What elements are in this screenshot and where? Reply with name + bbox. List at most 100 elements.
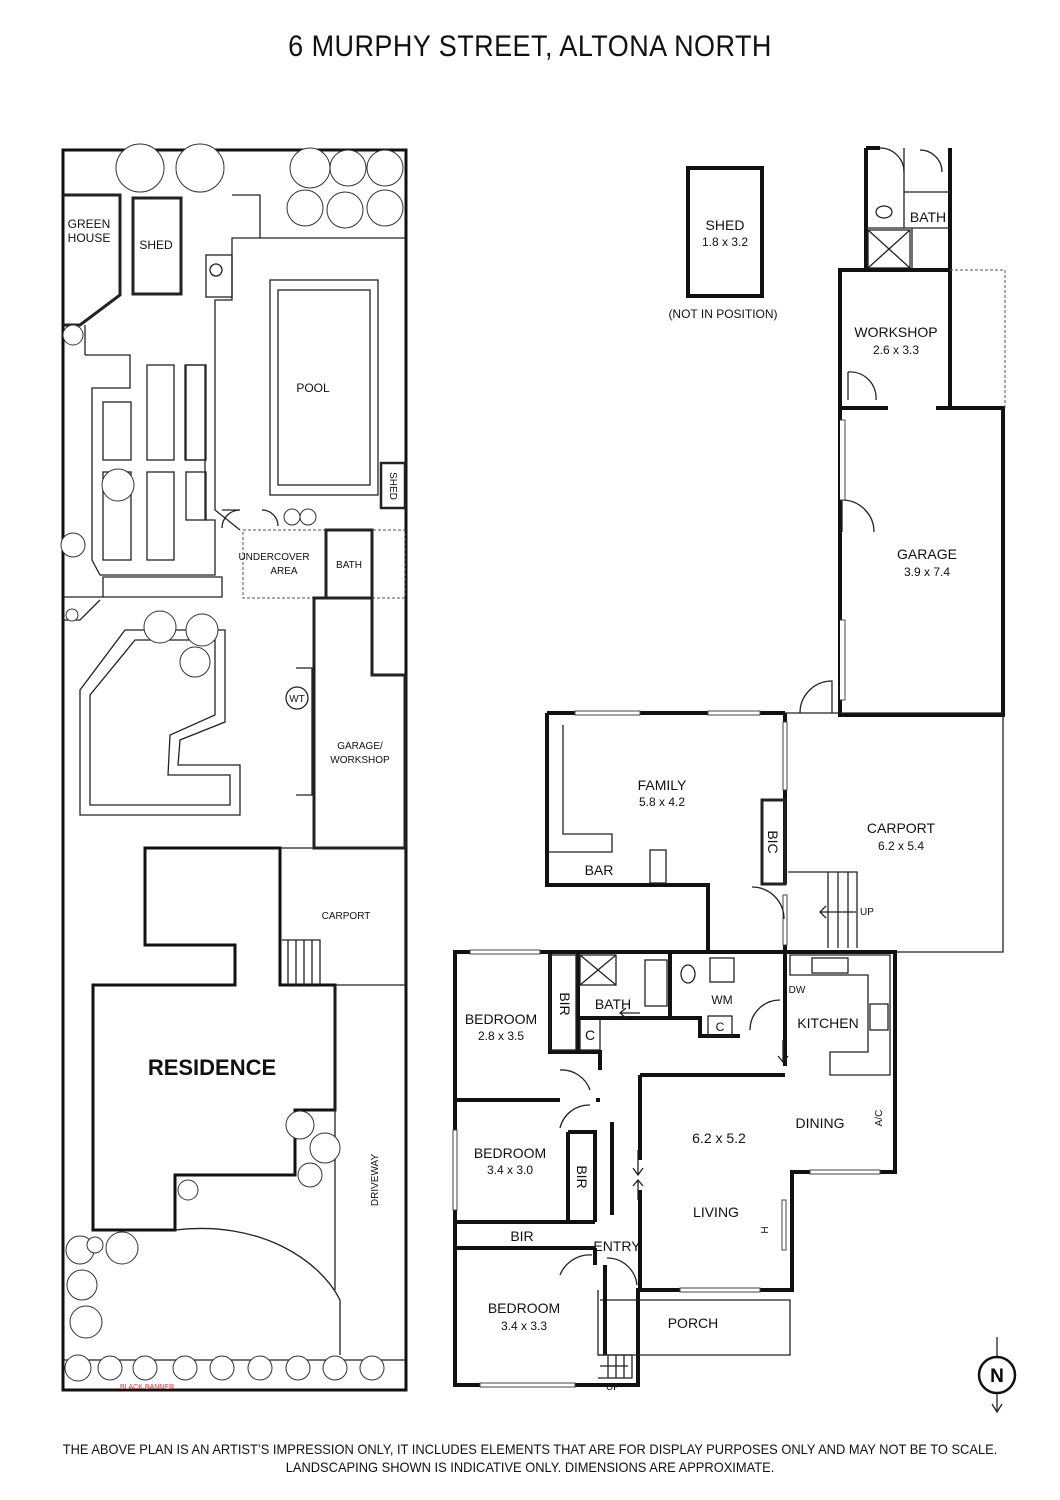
kitchen-counter — [789, 954, 891, 1076]
undercover-label-2: AREA — [270, 566, 298, 577]
porch-label: PORCH — [668, 1315, 719, 1331]
greenhouse-label-1: GREEN — [68, 217, 111, 231]
bedroom3-window — [479, 1382, 576, 1388]
bedroom2-door — [559, 1104, 591, 1129]
water-tank — [285, 686, 309, 710]
garden-bed-1 — [102, 401, 132, 461]
bath-shower — [579, 954, 617, 986]
bedroom1-label: BEDROOM — [465, 1011, 537, 1027]
carport-side-door — [799, 680, 833, 714]
bic-cupboard — [760, 798, 787, 886]
bedroom3-label: BEDROOM — [488, 1300, 560, 1316]
kitchen-sink — [811, 957, 849, 974]
family-windows — [574, 710, 788, 946]
bedroom2-dim: 3.4 x 3.0 — [487, 1163, 533, 1177]
site-garage-label-2: WORKSHOP — [330, 755, 390, 766]
greenhouse-outline — [63, 193, 122, 327]
bedroom1-window — [469, 949, 541, 955]
shed-dim: 1.8 x 3.2 — [702, 235, 748, 249]
bedroom2-walls — [453, 1100, 597, 1224]
bedroom3-dim: 3.4 x 3.3 — [501, 1319, 547, 1333]
outdoor-bath-outline — [864, 146, 952, 270]
garage-window — [840, 419, 846, 701]
cooktop — [869, 1003, 889, 1031]
residence-label: RESIDENCE — [148, 1055, 276, 1080]
side-shed-label: SHED — [387, 472, 398, 500]
garage-side-door — [841, 499, 875, 533]
family-dim: 5.8 x 4.2 — [639, 795, 685, 809]
c1-label: C — [585, 1027, 595, 1043]
bir3-label: BIR — [510, 1228, 533, 1244]
undercover-label-1: UNDERCOVER — [238, 552, 309, 563]
side-dashed-line — [950, 269, 1006, 408]
site-shed-label: SHED — [139, 238, 173, 252]
bir1-cupboard — [549, 954, 577, 1051]
bedroom2-window — [452, 1129, 458, 1211]
living-walls — [610, 1073, 785, 1290]
bir1-label: BIR — [557, 992, 573, 1015]
site-shed-outline — [131, 196, 183, 296]
garden-bed-4 — [146, 471, 175, 561]
living-dining-arrow — [632, 1150, 644, 1200]
outdoor-bath-interior — [866, 148, 950, 270]
bedroom1-walls — [455, 952, 602, 1102]
workshop-label: WORKSHOP — [854, 324, 937, 340]
carport-up-arrow — [819, 905, 856, 919]
undercover-doors — [221, 509, 279, 529]
site-bath-label: BATH — [336, 560, 362, 571]
driveway-curve — [174, 1227, 341, 1355]
outdoor-bath-label: BATH — [910, 209, 946, 225]
kitchen-label: KITCHEN — [797, 1015, 858, 1031]
disclaimer: THE ABOVE PLAN IS AN ARTIST’S IMPRESSION… — [0, 1440, 1060, 1476]
bath-label: BATH — [595, 996, 631, 1012]
family-door — [751, 886, 785, 920]
family-label: FAMILY — [638, 777, 687, 793]
workshop-dim: 2.6 x 3.3 — [873, 343, 919, 357]
credit-label: BLACK BANNER — [120, 1384, 174, 1391]
carport-up-label: UP — [860, 907, 874, 918]
shed-outline — [686, 166, 764, 298]
bic-label: BIC — [765, 830, 781, 853]
c2-label: C — [716, 1020, 725, 1034]
living-dim: 6.2 x 5.2 — [692, 1130, 746, 1146]
site-carport-outline — [280, 847, 406, 986]
bar-stool — [649, 849, 667, 884]
garden-bed-6 — [185, 471, 207, 521]
bir2-label: BIR — [574, 1165, 590, 1188]
bath-vanity — [644, 959, 668, 1007]
curved-garden-bed-inner — [89, 639, 231, 806]
house-floor-plan: SHED 1.8 x 3.2 (NOT IN POSITION) BATH WO… — [452, 146, 1017, 1414]
disclaimer-line-1: THE ABOVE PLAN IS AN ARTIST’S IMPRESSION… — [62, 1441, 998, 1457]
driveway-label: DRIVEWAY — [370, 1154, 381, 1207]
garage-dim: 3.9 x 7.4 — [904, 565, 950, 579]
greenhouse-label-2: HOUSE — [68, 231, 111, 245]
c2-cupboard — [707, 1015, 733, 1037]
site-garage-label-1: GARAGE/ — [337, 741, 383, 752]
undercover-area — [242, 529, 406, 599]
porch-up-label: UP — [606, 1382, 620, 1393]
kitchen-arrow — [777, 1040, 789, 1064]
pool-label: POOL — [296, 381, 330, 395]
ac-label: A/C — [874, 1110, 885, 1127]
dw-label: DW — [789, 985, 806, 996]
wm-label: WM — [711, 993, 732, 1007]
bath-arrow — [618, 1007, 640, 1019]
outdoor-bath-door — [879, 147, 943, 173]
carport-steps — [788, 871, 858, 948]
side-shed-outline — [379, 461, 407, 510]
site-plan: GREEN HOUSE SHED POOL SHED UNDERCOVER AR… — [60, 143, 408, 1392]
north-label: N — [990, 1366, 1004, 1387]
living-windows — [679, 1169, 881, 1293]
site-boundary — [61, 148, 408, 1392]
bar-counter — [547, 725, 613, 853]
site-fence-lines — [63, 576, 223, 621]
trees — [60, 143, 404, 1382]
shower-cross — [867, 229, 911, 269]
site-carport-steps — [282, 939, 321, 985]
shed-label: SHED — [706, 217, 745, 233]
bar-label: BAR — [585, 862, 614, 878]
pool-water — [277, 289, 371, 486]
entry-label: ENTRY — [593, 1238, 641, 1254]
disclaimer-line-2: LANDSCAPING SHOWN IS INDICATIVE ONLY. DI… — [285, 1459, 775, 1475]
